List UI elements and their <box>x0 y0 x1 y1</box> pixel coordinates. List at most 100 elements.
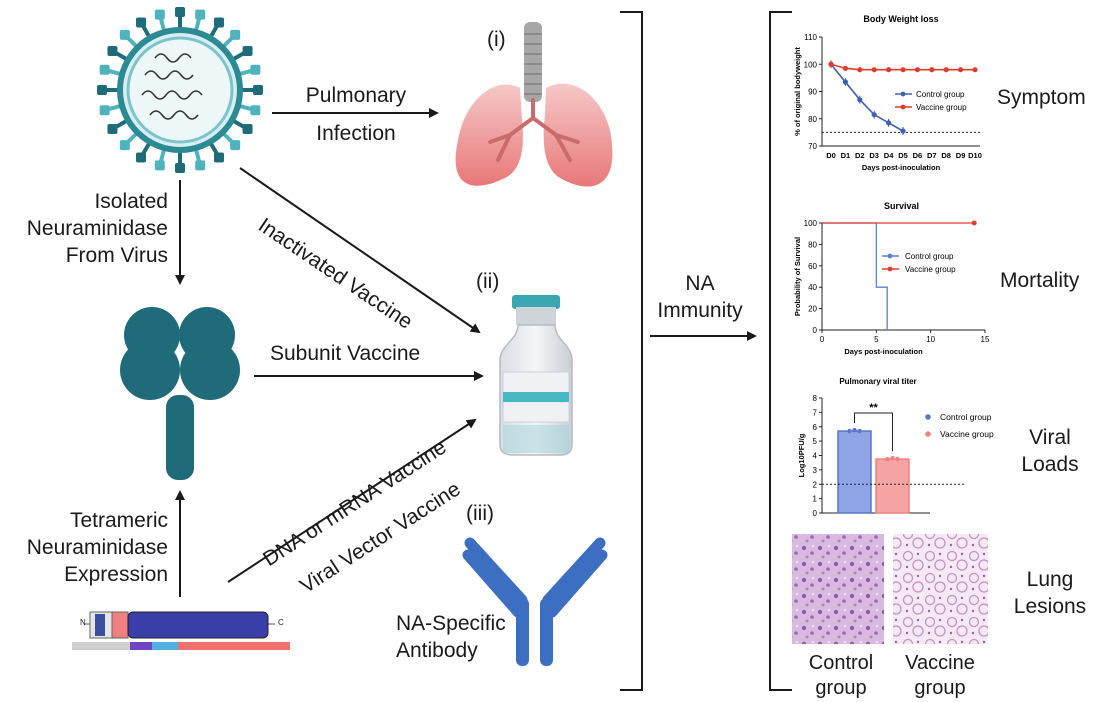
chart1-x-tick-label: D0 <box>826 151 836 160</box>
chart3-y-tick-label: 3 <box>813 466 818 475</box>
chart3-data-point <box>852 427 857 433</box>
chart3-y-tick-label: 2 <box>813 480 818 489</box>
chart3-legend-label: Control group <box>940 412 992 422</box>
tetrameric-line1: Tetrameric <box>69 509 168 532</box>
chart3-bar <box>837 430 872 514</box>
chart2-y-label: Probability of Survival <box>793 237 802 316</box>
chart1-y-tick-label: 70 <box>808 142 817 151</box>
virus-illustration <box>97 7 263 173</box>
chart1-point <box>886 67 892 73</box>
chart1-point <box>857 97 863 103</box>
pathway-arrows <box>175 108 757 597</box>
chart2-legend-label: Vaccine group <box>905 265 956 274</box>
chart3-data-point <box>847 428 852 434</box>
right-bracket <box>769 11 792 691</box>
roman-label-iii: (iii) <box>466 502 494 525</box>
chart2-y-tick-label: 40 <box>808 283 817 292</box>
chart3-data-point <box>895 456 900 462</box>
chart3-significance-label: ** <box>869 402 878 414</box>
isolated-line3: From Virus <box>65 244 168 267</box>
chart3-y-tick-label: 8 <box>813 394 818 403</box>
chart2-legend-marker <box>887 253 893 259</box>
chart1-x-tick-label: D10 <box>968 151 982 160</box>
lung-lesions-line1: Lung <box>1026 568 1074 591</box>
left-bracket <box>620 11 643 691</box>
chart1-point <box>886 120 892 126</box>
tetrameric-na-label: Tetrameric Neuraminidase Expression <box>20 507 168 588</box>
viral-loads-line2: Loads <box>1021 453 1079 476</box>
chart2-x-tick-label: 5 <box>874 335 879 344</box>
vaccine-group-line1: Vaccine <box>905 652 975 674</box>
chart3-legend-marker <box>925 414 931 420</box>
chart1-x-tick-label: D3 <box>869 151 879 160</box>
chart1-point <box>929 67 935 73</box>
chart2-x-tick-label: 0 <box>820 335 825 344</box>
chart3-data-point <box>890 455 895 461</box>
control-group-line2: group <box>815 677 867 699</box>
roman-label-i: (i) <box>487 28 506 51</box>
gene-construct-illustration <box>72 611 290 650</box>
lung-lesions-label: Lung Lesions <box>1005 566 1095 620</box>
antibody-line2: Antibody <box>396 639 478 662</box>
lung-tissue-control-image <box>792 534 884 644</box>
subunit-vaccine-label: Subunit Vaccine <box>270 342 421 365</box>
chart1-y-tick-label: 100 <box>804 60 818 69</box>
chart3-y-tick-label: 4 <box>813 452 818 461</box>
chart3-legend-marker <box>925 431 931 437</box>
na-immunity-line1: NA <box>685 272 715 295</box>
chart3-data-point <box>885 456 890 462</box>
chart1-title: Body Weight loss <box>863 14 938 24</box>
chart1-point <box>857 67 863 73</box>
tetrameric-line3: Expression <box>64 563 168 586</box>
isolated-line1: Isolated <box>94 190 168 213</box>
chart1-x-tick-label: D5 <box>898 151 908 160</box>
chart2-legend-label: Control group <box>905 252 954 261</box>
chart3-y-tick-label: 6 <box>813 423 818 432</box>
viral-loads-label: Viral Loads <box>1010 424 1090 478</box>
vaccine-vial-illustration <box>499 295 573 456</box>
neuraminidase-tetramer-illustration <box>120 307 240 480</box>
arrow-gene-to-vial <box>227 418 477 583</box>
chart3-y-tick-label: 0 <box>813 509 818 518</box>
chart3-y-tick-label: 7 <box>813 408 818 417</box>
chart1-point <box>958 67 964 73</box>
pulmonary-infection-line1: Pulmonary <box>305 84 407 107</box>
chart2-y-tick-label: 0 <box>813 326 818 335</box>
control-group-image-label: Control group <box>791 651 891 701</box>
viral-loads-line1: Viral <box>1029 426 1071 449</box>
chart2-x-tick-label: 15 <box>981 335 990 344</box>
chart1-series-line <box>830 63 904 132</box>
chart3-y-label: Log10PFU/g <box>797 433 806 477</box>
chart1-y-tick-label: 110 <box>804 33 817 42</box>
chart3-y-tick-label: 1 <box>813 495 818 504</box>
lung-lesions-line2: Lesions <box>1013 595 1087 618</box>
chart3-legend-label: Vaccine group <box>940 429 994 439</box>
gene-n-terminus: N <box>80 618 86 627</box>
tetrameric-line2: Neuraminidase <box>26 536 168 559</box>
pulmonary-infection-label: Pulmonary Infection <box>286 82 426 147</box>
arrow-virus-to-vial <box>239 167 481 334</box>
vaccine-group-line2: group <box>914 677 966 699</box>
chart3-title: Pulmonary viral titer <box>839 377 916 386</box>
chart2-series-line <box>822 222 888 330</box>
vaccine-group-image-label: Vaccine group <box>890 651 990 701</box>
chart1-x-tick-label: D4 <box>884 151 894 160</box>
isolated-na-label: Isolated Neuraminidase From Virus <box>20 188 168 269</box>
chart1-legend-label: Control group <box>916 90 965 99</box>
chart1-point <box>842 65 849 71</box>
chart2-end-marker <box>971 220 977 226</box>
chart3-data-point <box>857 428 862 434</box>
chart1-point <box>871 112 877 118</box>
antibody-label: NA-Specific Antibody <box>396 610 506 664</box>
chart1-legend-marker <box>900 104 906 110</box>
chart2-y-tick-label: 20 <box>808 305 817 314</box>
chart1-x-tick-label: D2 <box>855 151 865 160</box>
chart2-y-tick-label: 100 <box>804 219 818 228</box>
gene-c-terminus: C <box>278 618 284 627</box>
isolated-line2: Neuraminidase <box>26 217 168 240</box>
chart1-point <box>914 67 921 73</box>
chart1-y-tick-label: 80 <box>808 115 817 124</box>
